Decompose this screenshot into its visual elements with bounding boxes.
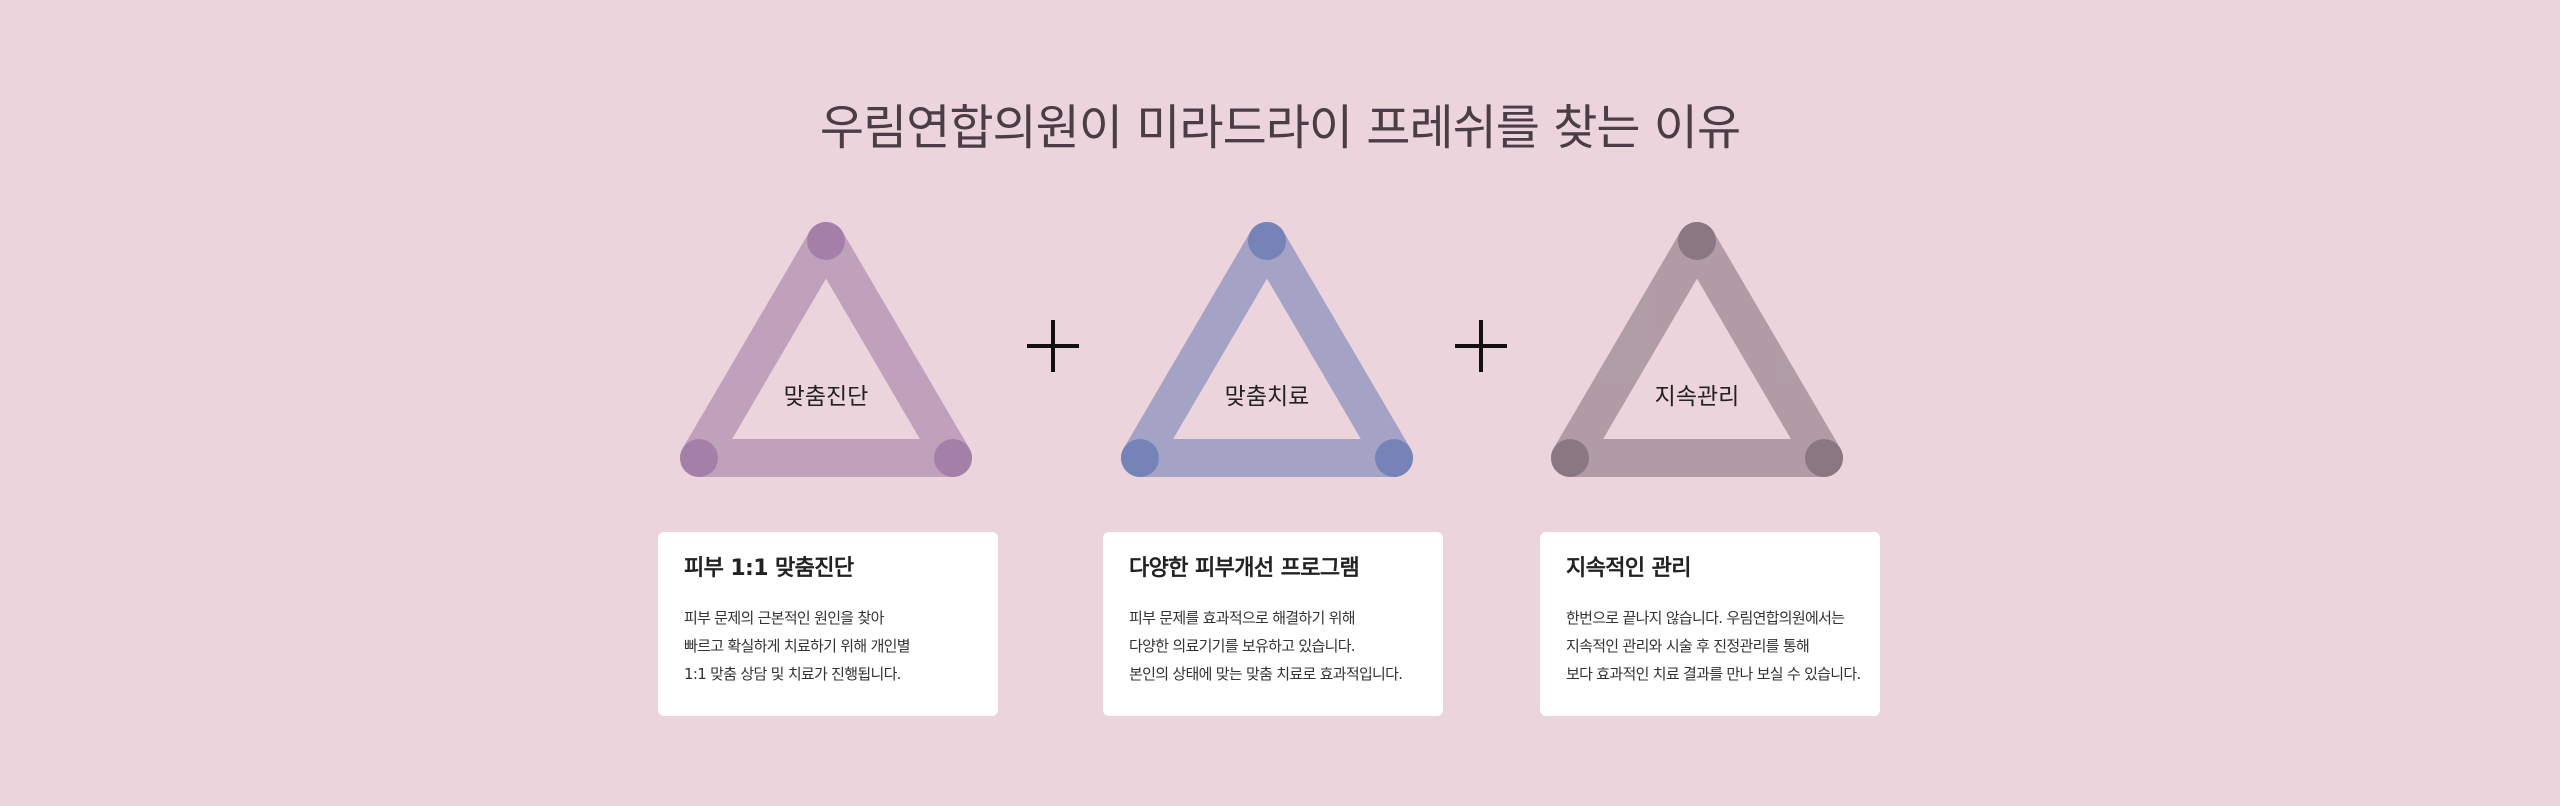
card-text-line: 지속적인 관리와 시술 후 진정관리를 통해 <box>1566 637 1810 656</box>
triangle-icon <box>1121 222 1413 477</box>
plus-icon <box>1027 320 1079 372</box>
triangle-icon <box>1551 222 1843 477</box>
card-title: 피부 1:1 맞춤진단 <box>684 556 854 581</box>
card-body: 피부 문제의 근본적인 원인을 찾아 빠르고 확실하게 치료하기 위해 개인별 … <box>684 604 978 688</box>
card-text-line: 다양한 의료기기를 보유하고 있습니다. <box>1129 637 1356 656</box>
info-card-maintenance: 지속적인 관리 한번으로 끝나지 않습니다. 우림연합의원에서는 지속적인 관리… <box>1540 532 1880 716</box>
triangle-strokes <box>1551 222 1843 477</box>
triangle-strokes <box>1121 222 1413 477</box>
triangle-icon <box>680 222 972 477</box>
card-text-line: 빠르고 확실하게 치료하기 위해 개인별 <box>684 637 911 656</box>
pillar-treatment-graphic: 맞춤치료 <box>1121 222 1413 480</box>
card-text-line: 본인의 상태에 맞는 맞춤 치료로 효과적입니다. <box>1129 665 1403 684</box>
card-text-line: 한번으로 끝나지 않습니다. 우림연합의원에서는 <box>1566 609 1845 628</box>
triangle-corners <box>1551 222 1843 477</box>
pillar-label: 지속관리 <box>1654 384 1740 410</box>
plus-icon <box>1455 320 1507 372</box>
info-card-treatment: 다양한 피부개선 프로그램 피부 문제를 효과적으로 해결하기 위해 다양한 의… <box>1103 532 1443 716</box>
page-title: 우림연합의원이 미라드라이 프레쉬를 찾는 이유 <box>819 100 1741 156</box>
card-text-line: 피부 문제의 근본적인 원인을 찾아 <box>684 609 884 628</box>
info-card-diagnosis: 피부 1:1 맞춤진단 피부 문제의 근본적인 원인을 찾아 빠르고 확실하게 … <box>658 532 998 716</box>
pillar-maintenance-graphic: 지속관리 <box>1551 222 1843 480</box>
pillar-label: 맞춤치료 <box>1224 384 1310 410</box>
pillar-diagnosis-graphic: 맞춤진단 <box>680 222 972 480</box>
card-title: 지속적인 관리 <box>1566 556 1692 581</box>
card-body: 한번으로 끝나지 않습니다. 우림연합의원에서는 지속적인 관리와 시술 후 진… <box>1566 604 1861 688</box>
card-text-line: 1:1 맞춤 상담 및 치료가 진행됩니다. <box>684 665 901 684</box>
triangle-corners <box>680 222 972 477</box>
card-body: 피부 문제를 효과적으로 해결하기 위해 다양한 의료기기를 보유하고 있습니다… <box>1129 604 1423 688</box>
pillar-label: 맞춤진단 <box>783 384 869 410</box>
triangle-corners <box>1121 222 1413 477</box>
card-text-line: 피부 문제를 효과적으로 해결하기 위해 <box>1129 609 1356 628</box>
card-title: 다양한 피부개선 프로그램 <box>1129 556 1360 581</box>
triangle-strokes <box>680 222 972 477</box>
card-text-line: 보다 효과적인 치료 결과를 만나 보실 수 있습니다. <box>1566 665 1861 684</box>
